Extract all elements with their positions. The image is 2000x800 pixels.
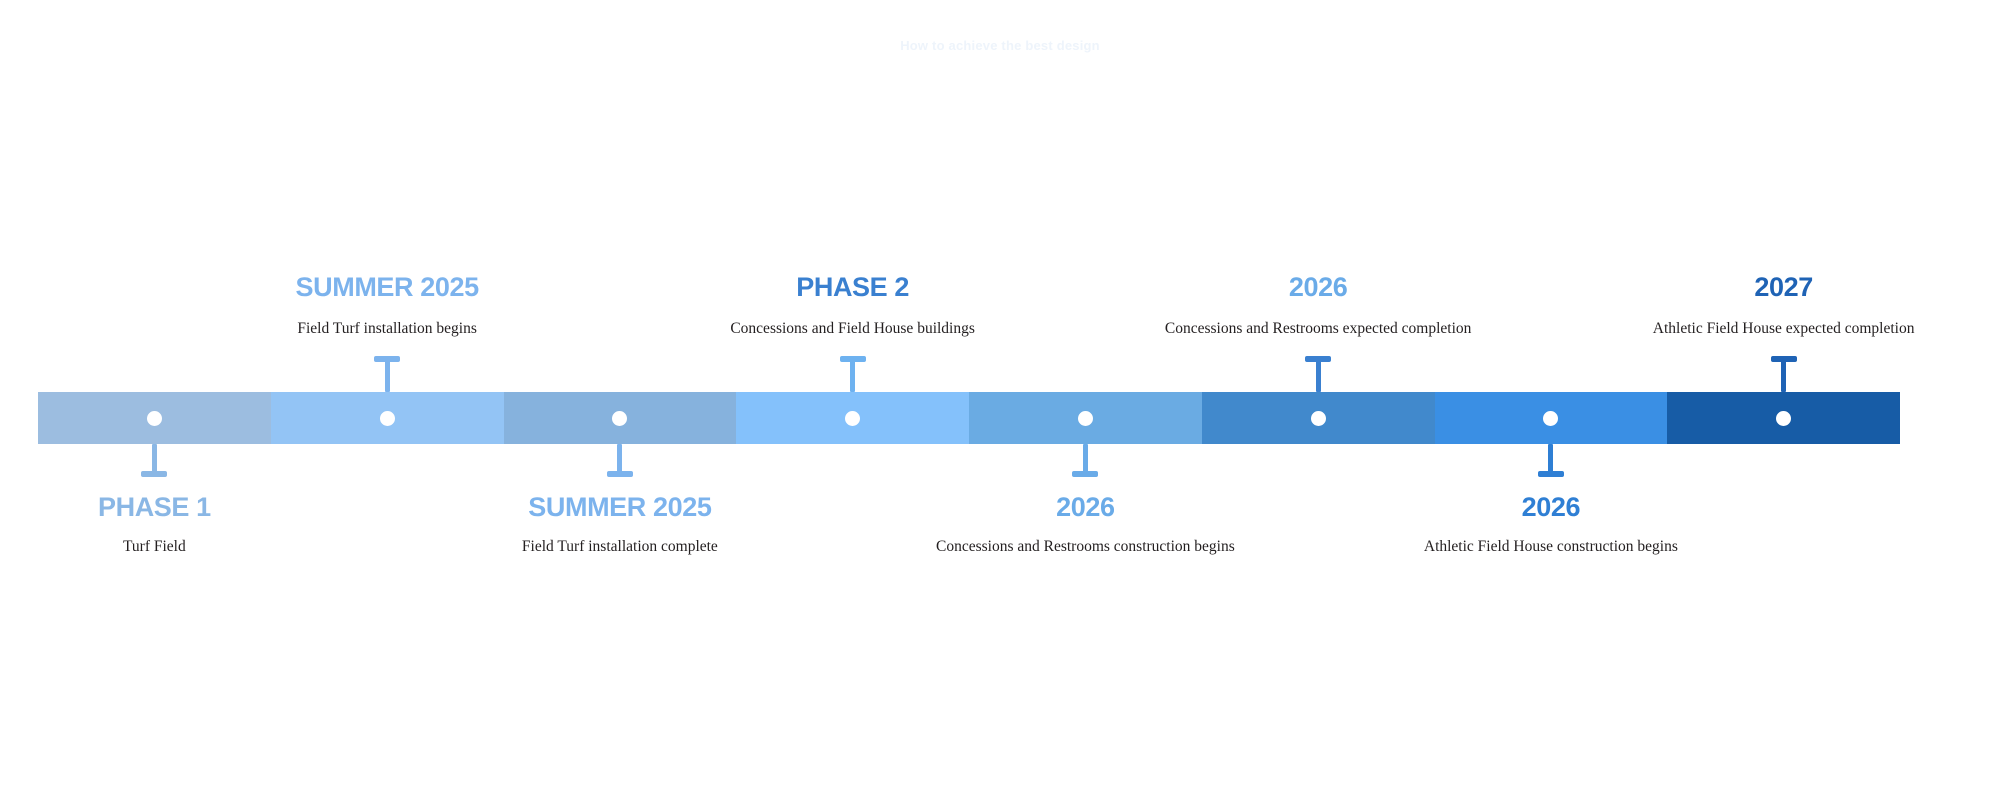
milestone-node-dot <box>1543 410 1559 426</box>
milestone-connector-stem <box>151 444 157 477</box>
milestone-connector-cap <box>1770 356 1797 362</box>
milestone-connector-cap <box>1305 356 1332 362</box>
milestone-connector-cap <box>141 471 168 477</box>
milestone-description: Athletic Field House expected completion <box>1652 320 1915 337</box>
milestone-description: Athletic Field House construction begins <box>1423 537 1678 555</box>
milestone-connector-cap <box>839 356 866 362</box>
milestone-callout: PHASE 2 Concessions and Field House build… <box>663 273 1043 340</box>
watermark-text: How to achieve the best design <box>900 38 1100 53</box>
milestone-connector-stem <box>1315 359 1321 392</box>
milestone-description: Field Turf installation complete <box>521 537 718 555</box>
milestone-node-dot <box>1776 410 1792 426</box>
milestone-headline: SUMMER 2025 <box>528 492 712 522</box>
milestone-description: Turf Field <box>123 537 186 555</box>
milestone-node-dot <box>845 410 861 426</box>
timeline-segment-4[interactable] <box>736 392 969 444</box>
milestone-headline: 2026 <box>1521 492 1581 522</box>
milestone-headline: 2026 <box>1288 272 1348 303</box>
milestone-connector-stem <box>1781 359 1787 392</box>
milestone-description: Concessions and Field House buildings <box>730 320 975 337</box>
milestone-description: Concessions and Restrooms expected compl… <box>1164 320 1472 337</box>
milestone-node-dot <box>612 410 628 426</box>
milestone-headline: PHASE 1 <box>98 492 211 522</box>
milestone-connector-stem <box>1548 444 1554 477</box>
milestone-node-dot <box>1077 410 1093 426</box>
milestone-headline: 2026 <box>1056 492 1115 522</box>
timeline-segment-2[interactable] <box>270 392 504 444</box>
milestone-connector-cap <box>1072 471 1099 477</box>
milestone-connector-cap <box>374 356 401 362</box>
milestone-node-dot <box>146 410 162 426</box>
milestone-headline: 2027 <box>1754 272 1813 303</box>
milestone-connector-stem <box>1082 444 1088 477</box>
timeline-segment-1[interactable] <box>38 392 271 444</box>
timeline-segment-8[interactable] <box>1667 392 1900 444</box>
timeline-segment-7[interactable] <box>1434 392 1668 444</box>
milestone-description: Concessions and Restrooms construction b… <box>935 537 1235 555</box>
milestone-connector-stem <box>384 359 390 392</box>
milestone-connector-cap <box>1537 471 1564 477</box>
milestone-connector-stem <box>850 359 856 392</box>
milestone-node-dot <box>1310 410 1326 426</box>
milestone-node-dot <box>379 410 395 426</box>
timeline-segment-6[interactable] <box>1201 392 1435 444</box>
milestone-callout: PHASE 1 Turf Field <box>0 492 344 558</box>
milestone-description: Field Turf installation begins <box>297 320 477 337</box>
milestone-headline: PHASE 2 <box>796 272 909 303</box>
timeline-segment-5[interactable] <box>969 392 1202 444</box>
timeline-segment-3[interactable] <box>503 392 737 444</box>
milestone-headline: SUMMER 2025 <box>295 272 480 303</box>
timeline-bar <box>38 392 1900 444</box>
milestone-connector-cap <box>606 471 633 477</box>
milestone-connector-stem <box>617 444 623 477</box>
